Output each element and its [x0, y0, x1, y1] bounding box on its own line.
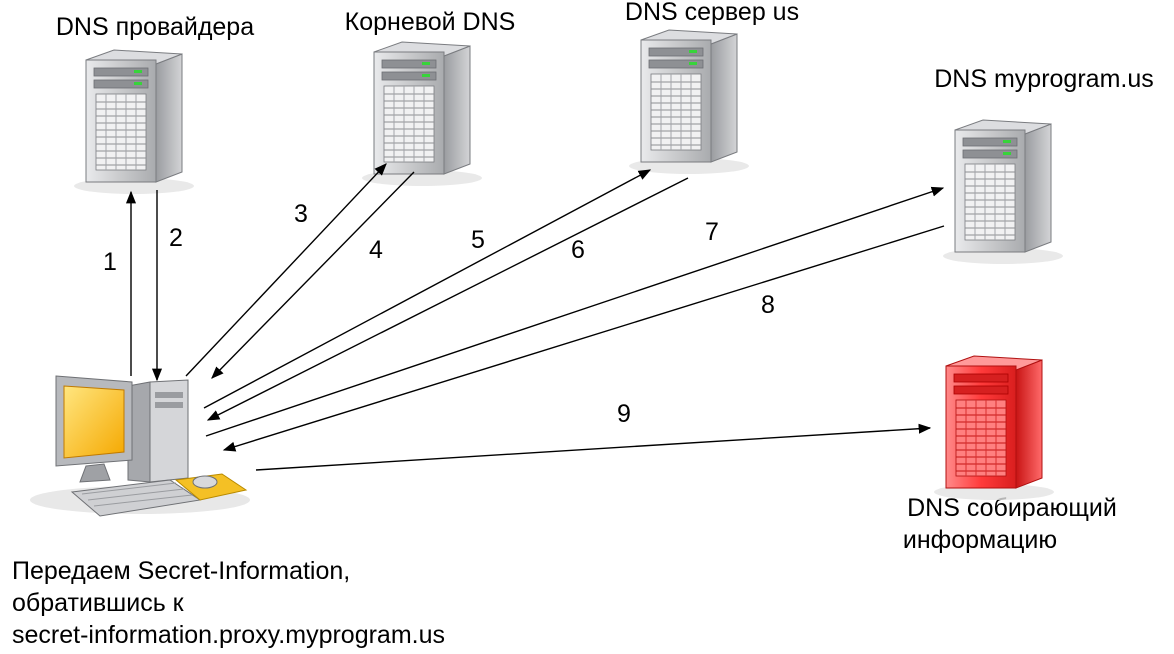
step-number-8: 8	[761, 291, 775, 319]
arrow-step-8	[222, 225, 945, 452]
step-number-2: 2	[169, 224, 183, 252]
arrow-step-9	[255, 423, 932, 471]
arrow-step-4	[211, 171, 415, 379]
collector-dns-label-line2: информацию	[903, 526, 1057, 554]
step-number-4: 4	[369, 236, 383, 264]
myprogram-dns-label: DNS myprogram.us	[934, 65, 1154, 93]
us-dns-label: DNS сервер us	[625, 0, 799, 26]
client-caption-line2: обратившись к	[12, 589, 185, 617]
step-number-1: 1	[103, 248, 117, 276]
root-dns-server-icon	[361, 41, 483, 187]
client-caption-line3: secret-information.proxy.myprogram.us	[12, 621, 445, 649]
myprogram-dns-server-icon	[942, 119, 1064, 265]
step-number-9: 9	[617, 400, 631, 428]
step-number-5: 5	[471, 226, 485, 254]
provider-dns-server-icon	[73, 49, 195, 195]
arrow-step-5	[203, 169, 652, 409]
us-dns-server-icon	[628, 29, 750, 175]
provider-dns-label: DNS провайдера	[56, 13, 254, 41]
step-number-6: 6	[571, 236, 585, 264]
arrow-step-7	[205, 186, 945, 437]
step-number-3: 3	[294, 200, 308, 228]
collector-dns-server-icon	[933, 355, 1055, 501]
client-computer-icon	[30, 375, 250, 517]
arrow-step-3	[185, 163, 387, 377]
root-dns-label: Корневой DNS	[345, 8, 516, 36]
arrow-step-6	[206, 177, 689, 421]
step-number-7: 7	[705, 218, 719, 246]
client-caption-line1: Передаем Secret-Information,	[12, 557, 350, 585]
